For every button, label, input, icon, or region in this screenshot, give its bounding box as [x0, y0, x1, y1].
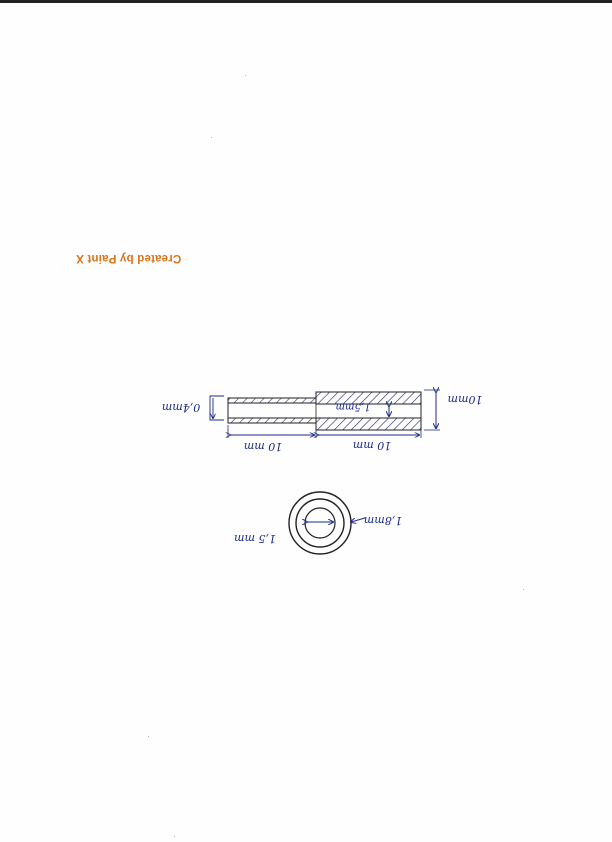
- inner-channel-label: 1,5mm: [336, 401, 371, 412]
- thin-wall-dimension: [209, 395, 224, 421]
- thick-wall-bottom: [315, 417, 422, 431]
- scan-speck: [174, 836, 175, 837]
- scan-speck: [211, 137, 212, 138]
- length-dimensions: [228, 425, 422, 438]
- scan-edge-line: [0, 0, 612, 3]
- tube-end-view: [288, 491, 366, 555]
- scan-speck: [245, 75, 246, 76]
- middle-circle: [295, 498, 345, 548]
- right-length-label: 10 mm: [353, 439, 391, 452]
- overall-height-label: 10mm: [448, 393, 483, 406]
- outer-circle: [288, 491, 352, 555]
- overall-height-dimension: [424, 390, 440, 431]
- scan-speck: [523, 589, 524, 590]
- thin-wall-label: 0,4mm: [162, 401, 200, 414]
- left-length-label: 10 mm: [244, 440, 282, 453]
- scan-speck: [148, 736, 149, 737]
- inner-diameter-label: 1,5 mm: [234, 532, 276, 545]
- thin-wall-top: [227, 397, 317, 404]
- thin-wall-bottom: [227, 417, 317, 424]
- outer-diameter-label: 1,8mm: [364, 514, 402, 527]
- tube-section: [227, 391, 422, 431]
- inner-circle: [304, 507, 336, 539]
